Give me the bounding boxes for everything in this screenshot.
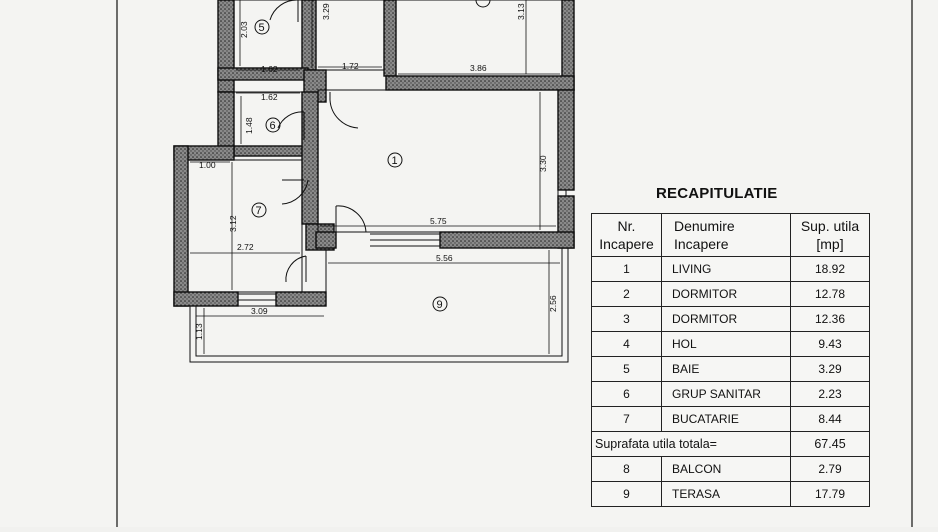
row-nr: 2 <box>591 281 662 307</box>
row-nr: 1 <box>591 256 662 282</box>
dim-2-56: 2.56 <box>548 295 558 312</box>
dimension-labels: 2.03 1.62 1.72 3.86 3.29 3.13 1.62 1.48 … <box>194 3 558 340</box>
total-row: Suprafata utila totala= 67.45 <box>591 431 870 457</box>
room-marker-6: 6 <box>265 117 281 133</box>
dim-5-56: 5.56 <box>436 253 453 263</box>
header-nr: Nr. Incapere <box>591 213 662 257</box>
table-row: 2 DORMITOR 12.78 <box>591 281 870 307</box>
dim-2-72: 2.72 <box>237 242 254 252</box>
room-label-1: 1 <box>392 155 398 167</box>
dim-3-09: 3.09 <box>251 306 268 316</box>
row-area: 18.92 <box>790 256 870 282</box>
row-name: BUCATARIE <box>661 406 791 432</box>
row-area: 2.79 <box>790 456 870 482</box>
room-label-6: 6 <box>270 120 276 132</box>
row-nr: 5 <box>591 356 662 382</box>
dim-1-00: 1.00 <box>199 160 216 170</box>
table-row: 8 BALCON 2.79 <box>591 456 870 482</box>
header-area-line2: [mp] <box>816 236 844 252</box>
header-name-line2: Incapere <box>674 236 729 252</box>
table-row: 5 BAIE 3.29 <box>591 356 870 382</box>
row-nr: 6 <box>591 381 662 407</box>
row-nr: 4 <box>591 331 662 357</box>
header-nr-line1: Nr. <box>617 218 636 234</box>
room-label-9: 9 <box>437 299 443 311</box>
row-name: DORMITOR <box>661 306 791 332</box>
row-area: 8.44 <box>790 406 870 432</box>
row-area: 17.79 <box>790 481 870 507</box>
doors <box>269 0 367 283</box>
dim-3-29: 3.29 <box>321 3 331 20</box>
table-row: 4 HOL 9.43 <box>591 331 870 357</box>
recap-title: RECAPITULATIE <box>656 185 778 202</box>
row-name: HOL <box>661 331 791 357</box>
dim-1-13: 1.13 <box>194 323 204 340</box>
row-nr: 3 <box>591 306 662 332</box>
dim-1-62: 1.62 <box>261 64 278 74</box>
room-label-5: 5 <box>259 22 265 34</box>
row-area: 12.78 <box>790 281 870 307</box>
room-marker-7: 7 <box>251 202 267 218</box>
dim-1-62-b: 1.62 <box>261 92 278 102</box>
total-label: Suprafata utila totala= <box>591 431 791 457</box>
row-area: 3.29 <box>790 356 870 382</box>
header-name-line1: Denumire <box>674 218 735 234</box>
header-nr-line2: Incapere <box>599 236 654 252</box>
table-row: 1 LIVING 18.92 <box>591 256 870 282</box>
room-label-7: 7 <box>256 205 262 217</box>
room-marker-5: 5 <box>254 19 270 35</box>
dim-5-75: 5.75 <box>430 216 447 226</box>
table-row: 9 TERASA 17.79 <box>591 481 870 507</box>
row-name: BALCON <box>661 456 791 482</box>
row-nr: 8 <box>591 456 662 482</box>
room-markers: 5 6 1 7 9 <box>251 0 491 312</box>
dim-3-12: 3.12 <box>228 215 238 232</box>
row-area: 12.36 <box>790 306 870 332</box>
room-marker-1: 1 <box>387 152 403 168</box>
dim-2-03: 2.03 <box>239 21 249 38</box>
row-name: LIVING <box>661 256 791 282</box>
dim-3-86: 3.86 <box>470 63 487 73</box>
row-name: GRUP SANITAR <box>661 381 791 407</box>
dimension-lines <box>190 0 560 354</box>
row-area: 9.43 <box>790 331 870 357</box>
dim-1-48: 1.48 <box>244 117 254 134</box>
header-area: Sup. utila [mp] <box>790 213 870 257</box>
table-row: 6 GRUP SANITAR 2.23 <box>591 381 870 407</box>
header-area-line1: Sup. utila <box>800 218 860 234</box>
total-value: 67.45 <box>790 431 870 457</box>
room-marker-9: 9 <box>432 296 448 312</box>
dim-3-30: 3.30 <box>538 155 548 172</box>
table-row: 7 BUCATARIE 8.44 <box>591 406 870 432</box>
row-nr: 9 <box>591 481 662 507</box>
row-name: TERASA <box>661 481 791 507</box>
room-marker-2-partial <box>475 0 491 8</box>
dim-3-13: 3.13 <box>516 3 526 20</box>
terrace-outline <box>189 248 569 363</box>
row-nr: 7 <box>591 406 662 432</box>
inner-lines <box>187 0 567 301</box>
row-name: DORMITOR <box>661 281 791 307</box>
table-row: 3 DORMITOR 12.36 <box>591 306 870 332</box>
row-name: BAIE <box>661 356 791 382</box>
row-area: 2.23 <box>790 381 870 407</box>
dim-1-72: 1.72 <box>342 61 359 71</box>
